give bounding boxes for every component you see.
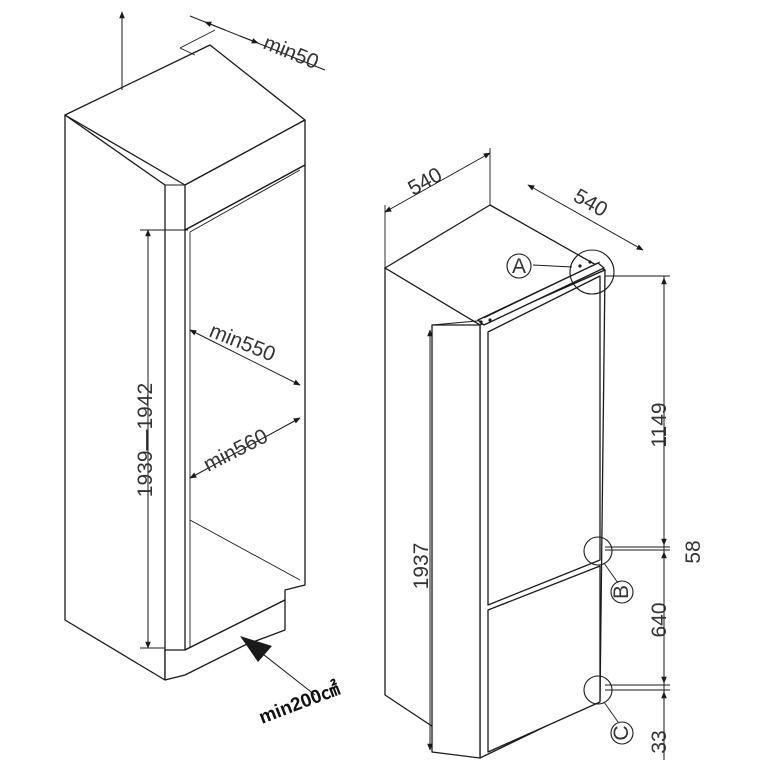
marker-c-label: C [610, 725, 633, 740]
niche-height-label: 1939—1942 [134, 383, 157, 497]
niche-back-panel [184, 164, 306, 651]
niche-depth-line [189, 329, 301, 386]
marker-a-circle [506, 253, 532, 279]
segment-bottom-label: 33 [648, 730, 671, 753]
segment-lower-label: 640 [648, 602, 671, 637]
appliance-height-label: 1937 [410, 543, 433, 590]
appliance-depth-line [527, 184, 644, 251]
detail-circle-a [569, 249, 615, 295]
segment-gap-label: 58 [682, 540, 705, 563]
ventilation-label: min200㎠ [256, 677, 343, 729]
marker-b-circle [610, 580, 634, 604]
niche-cabinet: min50 1939—1942 min550 min560 min200㎠ [64, 11, 343, 729]
appliance-width-label: 540 [404, 163, 446, 200]
upper-door [487, 275, 601, 606]
appliance-depth-label: 540 [570, 184, 612, 221]
lower-door [487, 565, 601, 753]
detail-circle-b [583, 536, 613, 566]
segment-upper-label: 1149 [648, 402, 671, 447]
top-clearance-label: min50 [260, 31, 322, 74]
appliance-front-edge [431, 324, 481, 759]
niche-width-line [189, 417, 301, 479]
detail-circle-c [583, 675, 613, 705]
marker-c-circle [610, 721, 634, 745]
appliance-width-line [384, 152, 491, 213]
marker-a-label: A [512, 255, 526, 278]
marker-b-label: B [610, 585, 633, 599]
appliance-fridge: 540 540 1937 1149 58 640 33 A B [384, 148, 705, 760]
